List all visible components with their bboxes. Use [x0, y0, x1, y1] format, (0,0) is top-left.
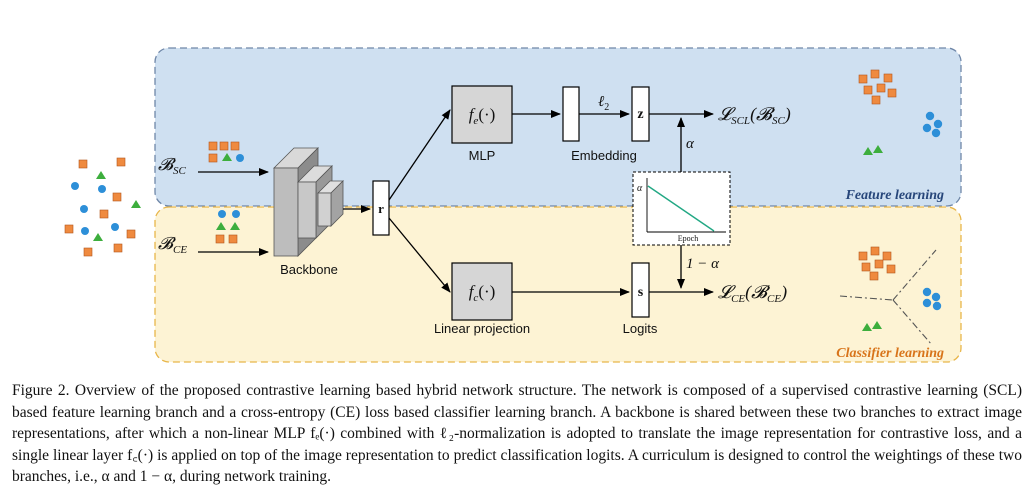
alpha-weight-label: α — [686, 136, 695, 152]
classifier-space-cluster-icon — [839, 246, 942, 346]
embedding-box — [562, 86, 580, 142]
mlp-function: fe(·) — [469, 105, 496, 127]
classifier-learning-title: Classifier learning — [836, 346, 944, 361]
l2-norm-label: ℓ2 — [598, 94, 609, 113]
backbone-network-icon — [273, 147, 344, 257]
mlp-box — [451, 85, 513, 144]
curriculum-curve — [647, 185, 715, 232]
curriculum-y-label: α — [637, 183, 643, 194]
one-minus-alpha-label: 1 − α — [686, 256, 720, 272]
feature-learning-title: Feature learning — [845, 188, 944, 203]
feature-learning-panel — [154, 47, 962, 207]
sc-batch-label: 𝓑SC — [158, 155, 187, 177]
backbone-label: Backbone — [280, 262, 338, 277]
embedding-label: Embedding — [571, 148, 637, 163]
linear-projection-label: Linear projection — [434, 321, 530, 336]
sc-batch-icon — [208, 141, 244, 163]
linear-function: fc(·) — [469, 282, 496, 304]
ce-batch-label: 𝓑CE — [158, 234, 187, 256]
dataset-cluster-icon — [64, 157, 141, 257]
s-box — [631, 262, 650, 318]
representation-symbol: r — [378, 201, 384, 216]
ce-batch-icon — [215, 210, 240, 244]
figure-caption: Figure 2. Overview of the proposed contr… — [12, 382, 1022, 485]
curriculum-plot: α Epoch — [632, 171, 731, 246]
z-symbol: z — [637, 107, 643, 122]
feature-space-cluster-icon — [858, 69, 943, 155]
classifier-learning-panel — [154, 206, 962, 363]
curriculum-x-label: Epoch — [678, 234, 698, 243]
linear-projection-box — [451, 262, 513, 321]
logits-label: Logits — [623, 321, 658, 336]
representation-box — [372, 180, 390, 236]
s-symbol: s — [638, 285, 644, 300]
mlp-label: MLP — [469, 148, 496, 163]
scl-loss-label: 𝓛SCL(𝓑SC) — [718, 104, 791, 127]
network-diagram: Feature learning Classifier learning — [64, 47, 962, 363]
